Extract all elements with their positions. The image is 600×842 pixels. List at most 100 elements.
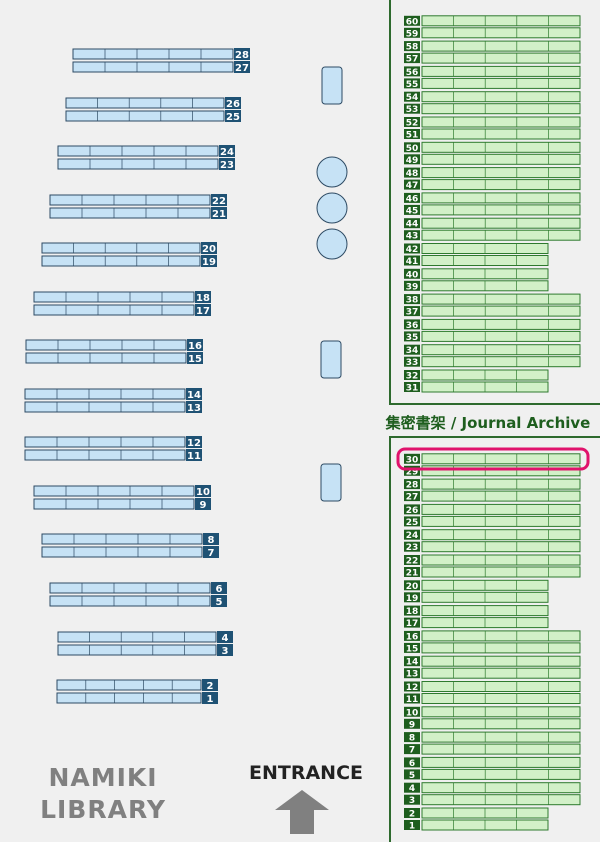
main-shelf-15[interactable]: 15 — [25, 352, 203, 365]
main-shelf-11[interactable]: 11 — [24, 449, 202, 462]
journal-archive-lower-shelf-7[interactable]: 7 — [404, 743, 581, 756]
main-shelf-4[interactable]: 4 — [57, 631, 233, 644]
journal-archive-upper-shelf-45[interactable]: 45 — [404, 204, 581, 217]
main-shelf-22[interactable]: 22 — [49, 194, 227, 207]
journal-archive-lower-shelf-30[interactable]: 30 — [404, 453, 581, 466]
shelf-body — [421, 229, 581, 241]
main-shelf-3[interactable]: 3 — [57, 644, 233, 657]
main-shelf-28[interactable]: 28 — [72, 48, 250, 61]
journal-archive-upper-shelf-58[interactable]: 58 — [404, 40, 581, 53]
journal-archive-upper-shelf-37[interactable]: 37 — [404, 305, 581, 318]
journal-archive-upper-shelf-38[interactable]: 38 — [404, 293, 581, 306]
journal-archive-lower-shelf-11[interactable]: 11 — [404, 693, 581, 706]
journal-archive-upper-shelf-60[interactable]: 60 — [404, 15, 581, 27]
shelf-body — [421, 693, 581, 704]
journal-archive-lower-shelf-13[interactable]: 13 — [404, 667, 581, 680]
journal-archive-lower-shelf-19[interactable]: 19 — [404, 591, 549, 604]
journal-archive-lower-shelf-26[interactable]: 26 — [404, 503, 581, 516]
journal-archive-lower-shelf-14[interactable]: 14 — [404, 655, 581, 668]
journal-archive-lower-shelf-10[interactable]: 10 — [404, 706, 581, 719]
journal-archive-lower-shelf-21[interactable]: 21 — [404, 566, 581, 579]
journal-archive-upper-shelf-52[interactable]: 52 — [404, 116, 581, 129]
shelf-number: 41 — [406, 257, 419, 267]
journal-archive-upper-shelf-42[interactable]: 42 — [404, 243, 549, 256]
journal-archive-lower-shelf-8[interactable]: 8 — [404, 731, 581, 744]
main-shelf-1[interactable]: 1 — [56, 692, 218, 705]
journal-archive-upper-shelf-31[interactable]: 31 — [404, 381, 549, 394]
main-shelf-10[interactable]: 10 — [33, 485, 211, 498]
shelf-number: 47 — [406, 181, 419, 191]
journal-archive-lower-shelf-28[interactable]: 28 — [404, 478, 581, 491]
main-shelf-13[interactable]: 13 — [24, 401, 202, 414]
journal-archive-lower-shelf-4[interactable]: 4 — [404, 782, 581, 795]
main-shelf-14[interactable]: 14 — [24, 388, 202, 401]
journal-archive-lower-shelf-24[interactable]: 24 — [404, 529, 581, 542]
journal-archive-upper-shelf-41[interactable]: 41 — [404, 255, 549, 268]
main-shelf-20[interactable]: 20 — [41, 242, 217, 255]
journal-archive-upper-shelf-35[interactable]: 35 — [404, 330, 581, 343]
journal-archive-upper-shelf-57[interactable]: 57 — [404, 52, 581, 65]
journal-archive-upper-shelf-47[interactable]: 47 — [404, 179, 581, 192]
shelf-number-tag — [404, 706, 420, 717]
journal-archive-lower-shelf-16[interactable]: 16 — [404, 630, 581, 643]
journal-archive-lower-shelf-20[interactable]: 20 — [404, 579, 549, 592]
journal-archive-upper-shelf-48[interactable]: 48 — [404, 167, 581, 180]
main-shelf-25[interactable]: 25 — [65, 110, 241, 123]
journal-archive-lower-shelf-18[interactable]: 18 — [404, 605, 549, 618]
journal-archive-lower-shelf-3[interactable]: 3 — [404, 794, 581, 807]
main-shelf-8[interactable]: 8 — [41, 533, 219, 546]
journal-archive-lower-shelf-12[interactable]: 12 — [404, 681, 581, 694]
journal-archive-lower-shelf-6[interactable]: 6 — [404, 756, 581, 769]
journal-archive-lower-shelf-9[interactable]: 9 — [404, 718, 581, 731]
main-shelf-23[interactable]: 23 — [57, 158, 235, 171]
journal-archive-upper-shelf-53[interactable]: 53 — [404, 103, 581, 116]
shelf-number-tag — [404, 617, 420, 628]
main-shelf-17[interactable]: 17 — [33, 304, 211, 317]
main-shelf-5[interactable]: 5 — [49, 595, 227, 608]
journal-archive-upper-shelf-40[interactable]: 40 — [404, 268, 549, 281]
journal-archive-upper-shelf-54[interactable]: 54 — [404, 91, 581, 104]
main-shelf-7[interactable]: 7 — [41, 546, 219, 559]
main-shelf-9[interactable]: 9 — [33, 498, 211, 511]
journal-archive-upper-shelf-33[interactable]: 33 — [404, 356, 581, 369]
journal-archive-upper-shelf-50[interactable]: 50 — [404, 141, 581, 154]
journal-archive-upper-shelf-36[interactable]: 36 — [404, 318, 581, 331]
journal-archive-lower-shelf-15[interactable]: 15 — [404, 642, 581, 655]
round-table — [316, 156, 348, 188]
journal-archive-lower-shelf-1[interactable]: 1 — [404, 819, 549, 832]
main-shelf-21[interactable]: 21 — [49, 207, 227, 220]
journal-archive-upper-shelf-46[interactable]: 46 — [404, 192, 581, 205]
main-shelf-2[interactable]: 2 — [56, 679, 218, 692]
journal-archive-upper-shelf-43[interactable]: 43 — [404, 229, 581, 242]
journal-archive-lower-shelf-23[interactable]: 23 — [404, 541, 581, 554]
main-shelf-6[interactable]: 6 — [49, 582, 227, 595]
journal-archive-lower-shelf-27[interactable]: 27 — [404, 490, 581, 503]
journal-archive-upper-shelf-51[interactable]: 51 — [404, 128, 581, 141]
journal-archive-lower-shelf-17[interactable]: 17 — [404, 617, 549, 630]
journal-archive-lower-shelf-2[interactable]: 2 — [404, 807, 549, 820]
main-shelf-26[interactable]: 26 — [65, 97, 241, 110]
shelf-number: 16 — [406, 632, 419, 642]
main-shelf-24[interactable]: 24 — [57, 145, 235, 158]
journal-archive-lower-shelf-5[interactable]: 5 — [404, 768, 581, 781]
journal-archive-upper-shelf-56[interactable]: 56 — [404, 65, 581, 78]
round-table — [316, 192, 348, 224]
main-shelf-27[interactable]: 27 — [72, 61, 250, 74]
journal-archive-upper-shelf-55[interactable]: 55 — [404, 77, 581, 90]
journal-archive-lower-shelf-29[interactable]: 29 — [404, 465, 581, 478]
journal-archive-upper-shelf-44[interactable]: 44 — [404, 217, 581, 230]
main-shelf-12[interactable]: 12 — [24, 436, 202, 449]
main-shelf-19[interactable]: 19 — [41, 255, 217, 268]
journal-archive-lower-shelf-25[interactable]: 25 — [404, 515, 581, 528]
journal-archive-upper-shelf-34[interactable]: 34 — [404, 344, 581, 357]
journal-archive-upper-shelf-49[interactable]: 49 — [404, 153, 581, 166]
journal-archive-upper-shelf-59[interactable]: 59 — [404, 27, 581, 40]
journal-archive-upper-shelf-39[interactable]: 39 — [404, 280, 549, 293]
journal-archive-lower-shelf-22[interactable]: 22 — [404, 554, 581, 567]
main-shelf-16[interactable]: 16 — [25, 339, 203, 352]
journal-archive-upper-shelf-32[interactable]: 32 — [404, 369, 549, 382]
shelf-number: 18 — [196, 293, 210, 304]
main-shelf-18[interactable]: 18 — [33, 291, 211, 304]
shelf-number: 3 — [409, 796, 415, 806]
shelf-number: 7 — [208, 548, 215, 559]
